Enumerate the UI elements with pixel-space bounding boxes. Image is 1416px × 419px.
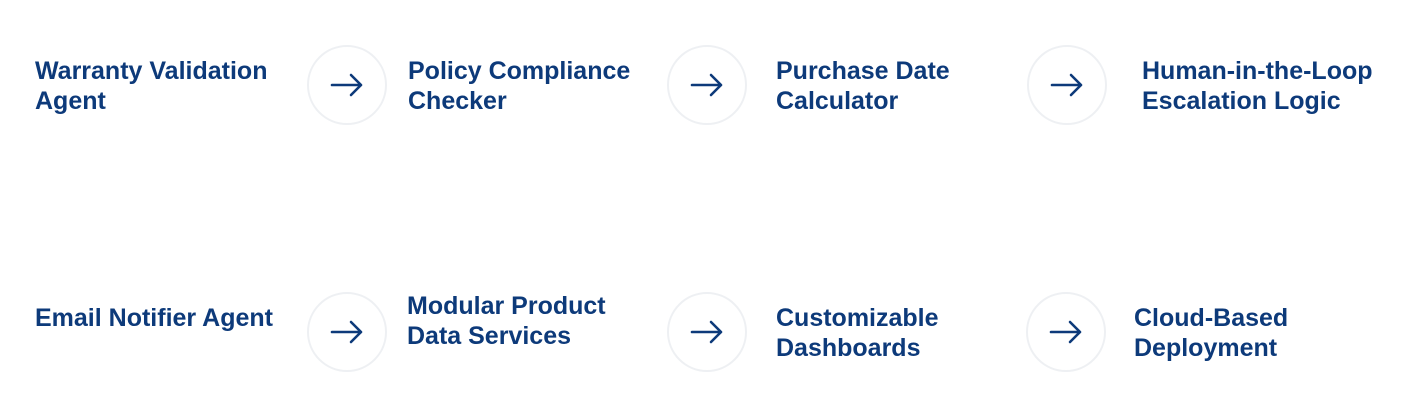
- step-label-line: Calculator: [776, 87, 899, 115]
- connector-circle: [667, 45, 747, 125]
- step-label-line: Modular Product: [407, 292, 606, 320]
- step-label-line: Policy Compliance: [408, 57, 631, 85]
- step-email-notifier-agent: Email Notifier Agent: [35, 303, 273, 333]
- right-arrow-icon: [1049, 320, 1082, 344]
- step-label-line: Deployment: [1134, 334, 1278, 362]
- right-arrow-icon: [690, 73, 723, 97]
- step-policy-compliance-checker: Policy Compliance Checker: [408, 56, 630, 116]
- step-human-in-the-loop-escalation-logic: Human-in-the-Loop Escalation Logic: [1142, 56, 1373, 116]
- step-cloud-based-deployment: Cloud-Based Deployment: [1134, 303, 1288, 363]
- connector-circle: [1026, 292, 1106, 372]
- step-warranty-validation-agent: Warranty Validation Agent: [35, 56, 267, 116]
- step-label-line: Agent: [35, 87, 106, 115]
- step-purchase-date-calculator: Purchase Date Calculator: [776, 56, 950, 116]
- connector-circle: [667, 292, 747, 372]
- right-arrow-icon: [330, 73, 363, 97]
- right-arrow-icon: [690, 320, 723, 344]
- step-label-line: Checker: [408, 87, 507, 115]
- step-label-line: Purchase Date: [776, 57, 950, 85]
- step-label-line: Escalation Logic: [1142, 87, 1341, 115]
- connector-circle: [307, 45, 387, 125]
- step-modular-product-data-services: Modular Product Data Services: [407, 291, 606, 351]
- connector-circle: [1027, 45, 1107, 125]
- step-label-line: Customizable: [776, 304, 939, 332]
- connector-circle: [307, 292, 387, 372]
- step-label-line: Cloud-Based: [1134, 304, 1289, 332]
- right-arrow-icon: [330, 320, 363, 344]
- step-label-line: Email Notifier Agent: [35, 304, 273, 332]
- step-label-line: Data Services: [407, 322, 572, 350]
- step-customizable-dashboards: Customizable Dashboards: [776, 303, 939, 363]
- step-label-line: Warranty Validation: [35, 57, 268, 85]
- right-arrow-icon: [1050, 73, 1083, 97]
- step-label-line: Human-in-the-Loop: [1142, 57, 1373, 85]
- step-label-line: Dashboards: [776, 334, 921, 362]
